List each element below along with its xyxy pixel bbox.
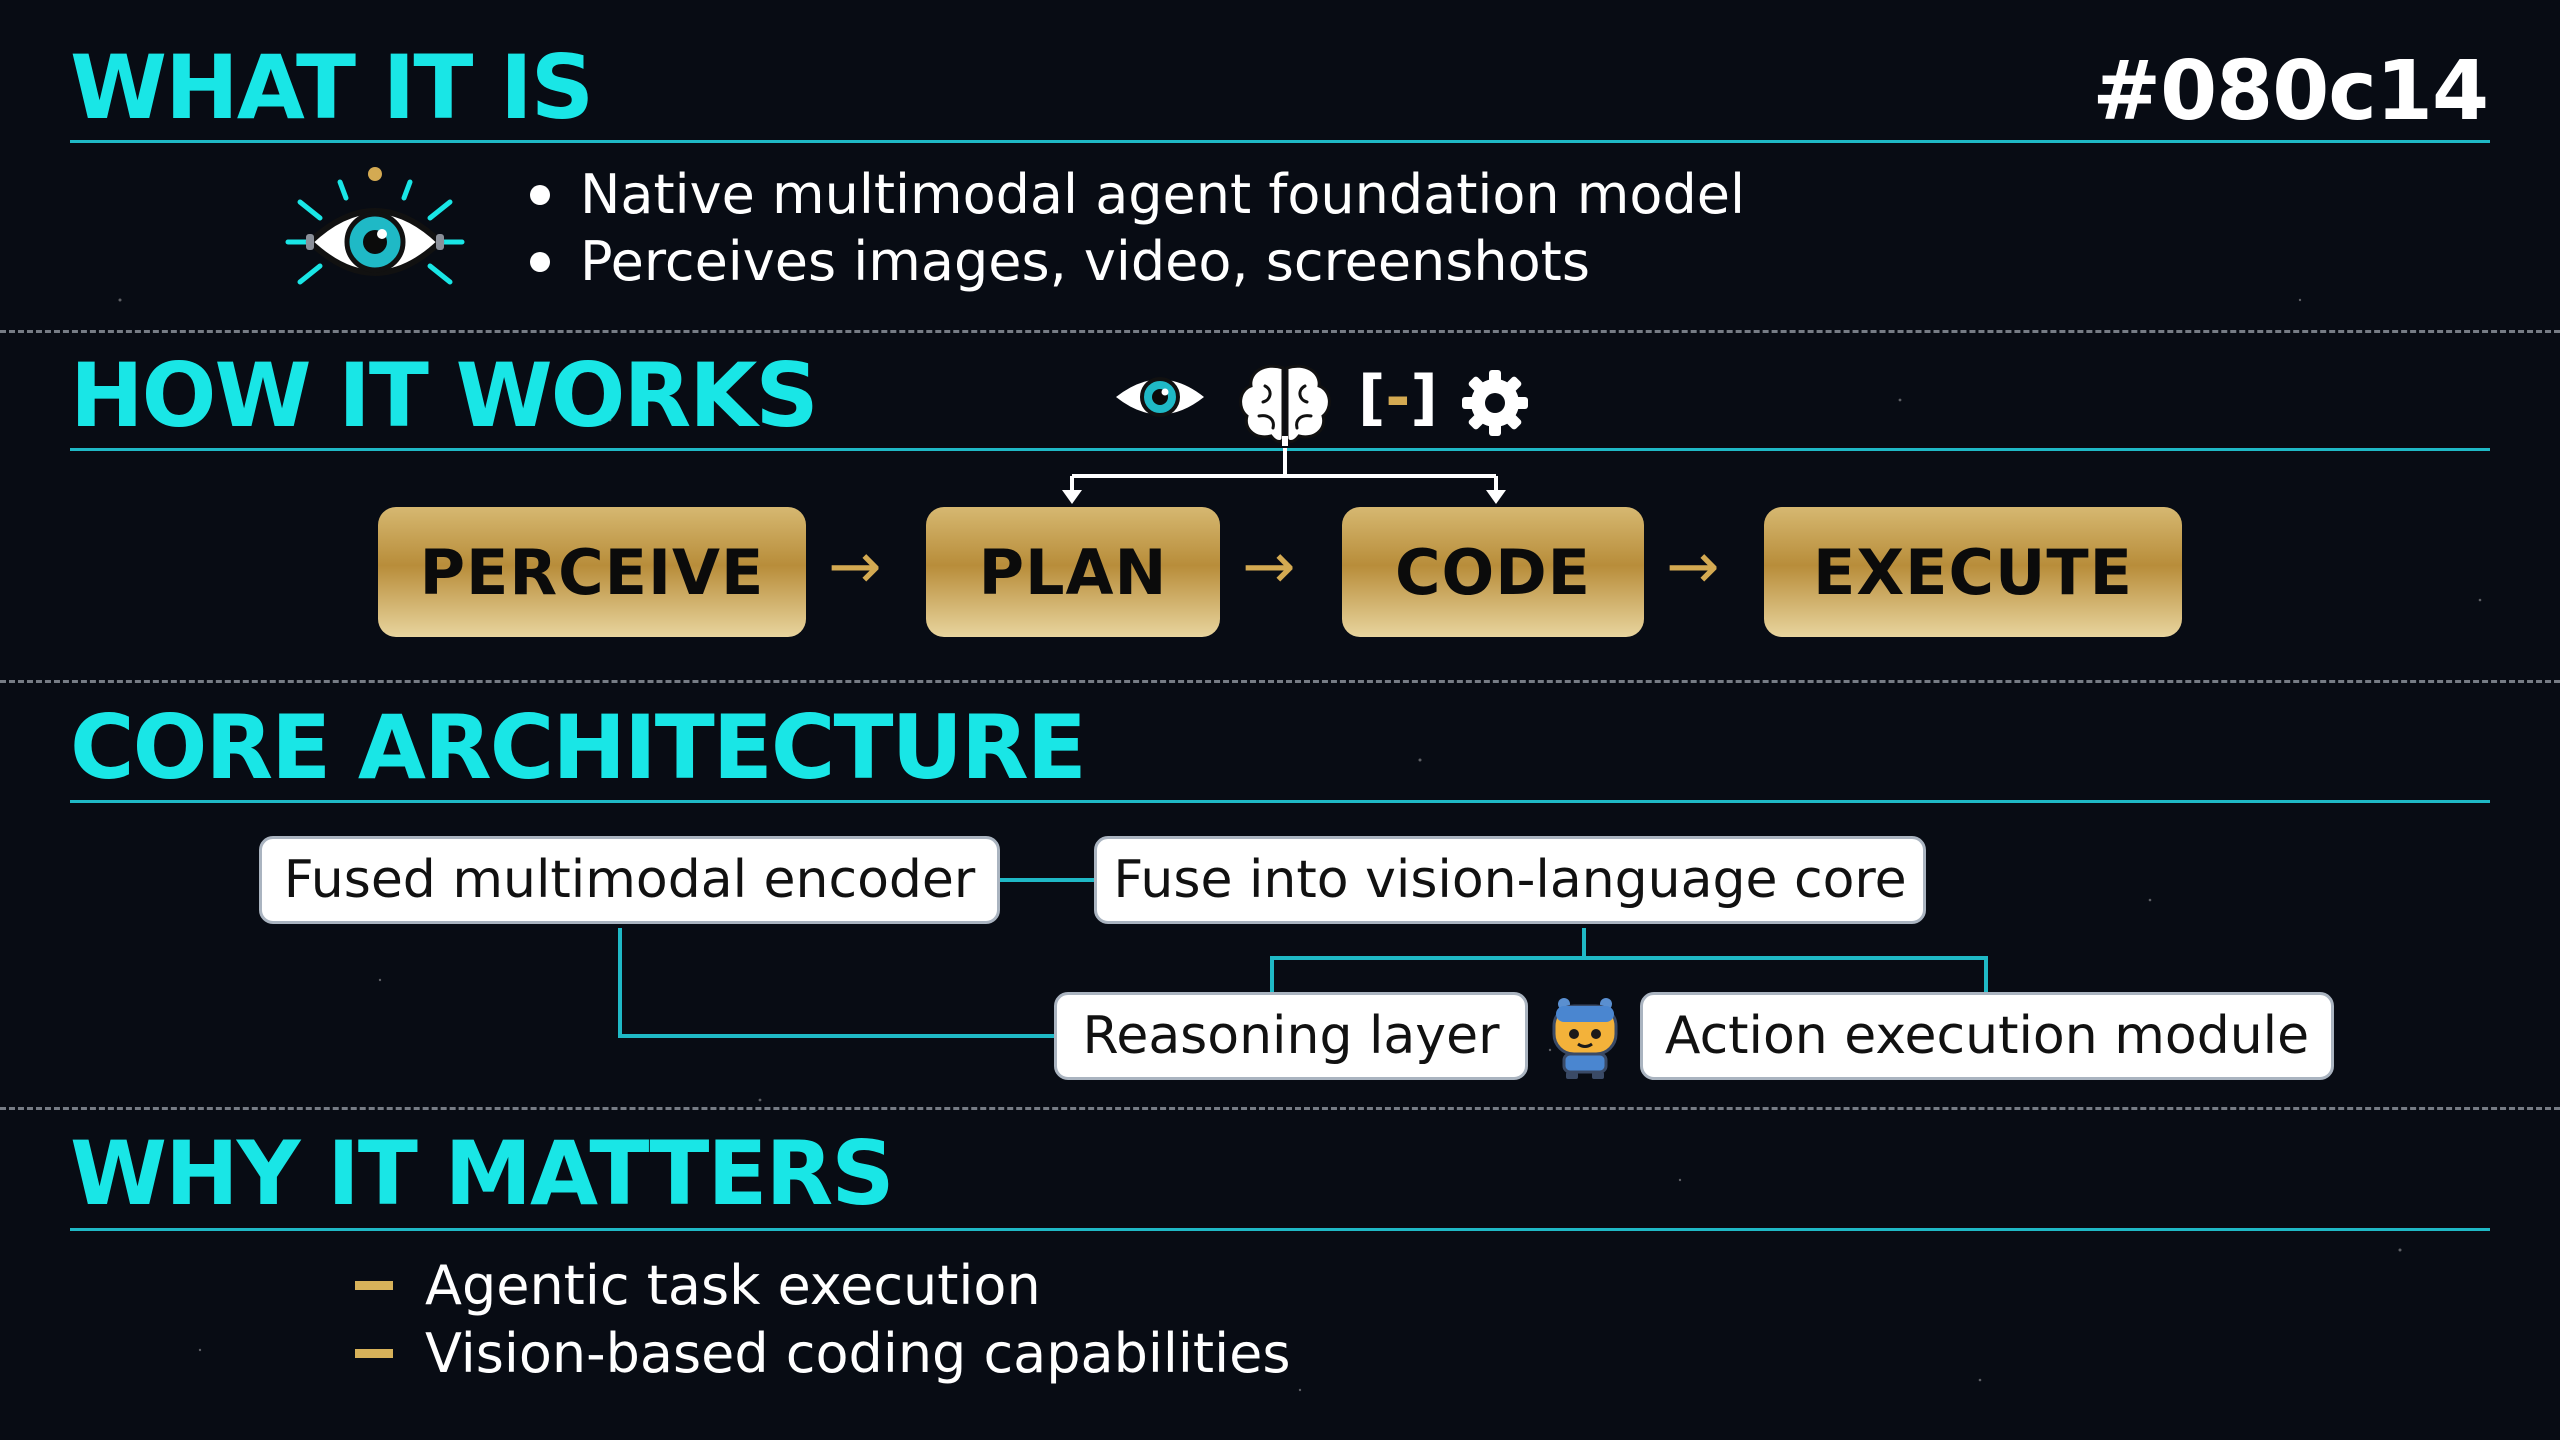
step-execute: EXECUTE [1764,507,2182,637]
section-rule [70,800,2490,803]
step-code: CODE [1342,507,1644,637]
section-divider [0,330,2560,333]
why-point-1-text: Agentic task execution [425,1254,1041,1317]
arrow-icon: → [1666,530,1720,604]
what-bullet-2-text: Perceives images, video, screenshots [580,230,1590,293]
dash-bullet [355,1349,393,1358]
section-divider [0,1107,2560,1110]
brain-icon [1239,364,1331,446]
section-heading-core-architecture: CORE ARCHITECTURE [70,696,1087,799]
arrow-icon: → [828,530,882,604]
eye-icon [285,167,465,285]
section-heading-how-it-works: HOW IT WORKS [70,344,819,447]
bullet-dot [530,184,550,205]
eye-icon [1116,377,1204,417]
node-action-execution-module: Action execution module [1640,992,2334,1080]
dash-bullet [355,1281,393,1290]
robot-icon [1552,998,1618,1079]
arrow-icon: → [1242,530,1296,604]
section-rule [70,448,2490,451]
section-divider [0,680,2560,683]
node-reasoning-layer: Reasoning layer [1054,992,1528,1080]
hex-color-label: #080c14 [2092,44,2489,139]
branch-connector [1062,448,1506,504]
why-point-2: Vision-based coding capabilities [355,1322,1290,1385]
node-fused-multimodal-encoder: Fused multimodal encoder [259,836,1000,924]
step-plan: PLAN [926,507,1220,637]
section-heading-what-it-is: WHAT IT IS [70,36,594,139]
why-point-1: Agentic task execution [355,1254,1041,1317]
bullet-dot [530,251,550,272]
section-heading-why-it-matters: WHY IT MATTERS [70,1122,895,1225]
section-rule [70,140,2490,143]
why-point-2-text: Vision-based coding capabilities [425,1322,1291,1385]
what-bullet-1-text: Native multimodal agent foundation model [580,163,1745,226]
node-vision-language-core: Fuse into vision-language core [1094,836,1926,924]
code-bracket-icon: [-] [1358,363,1438,433]
gear-icon [1462,370,1528,436]
what-bullet-2: Perceives images, video, screenshots [530,230,1590,293]
what-bullet-1: Native multimodal agent foundation model [530,163,1745,226]
section-rule [70,1228,2490,1231]
step-perceive: PERCEIVE [378,507,806,637]
